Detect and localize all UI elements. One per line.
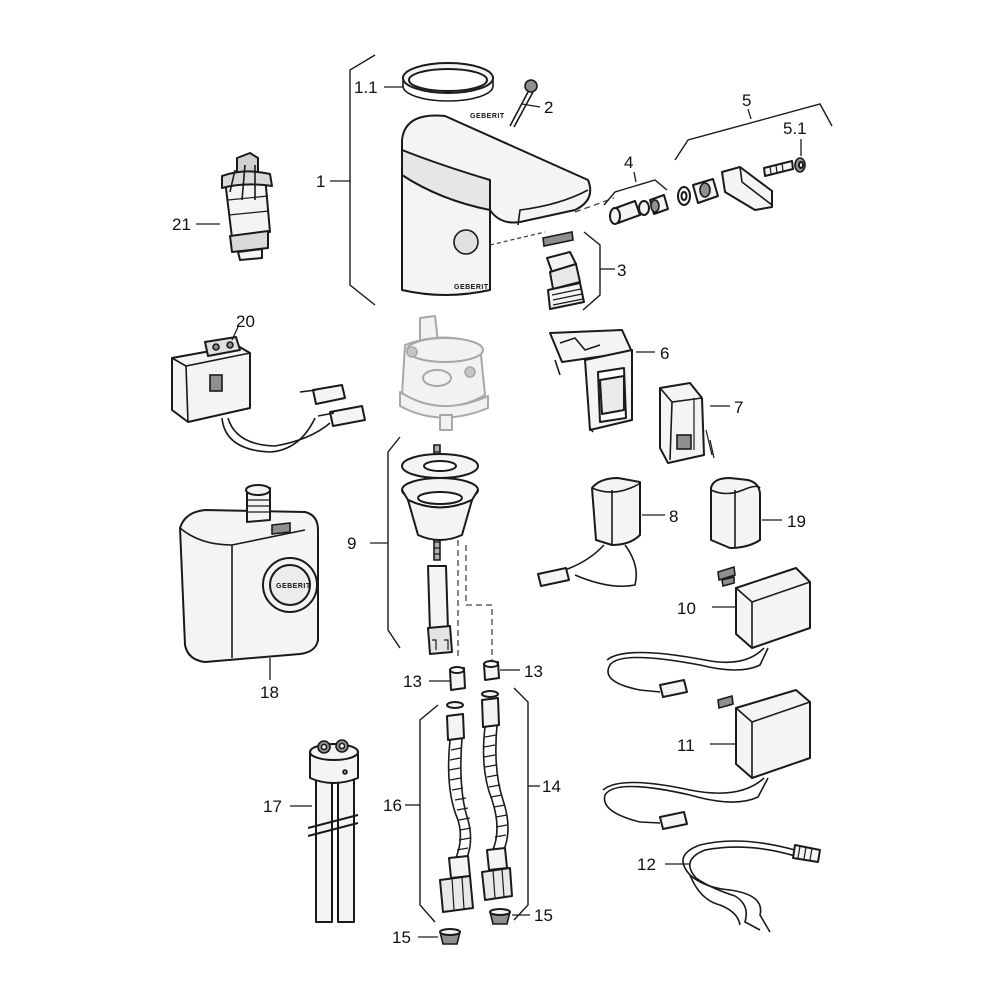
callout-14: 14: [542, 777, 561, 796]
part-11-power-adapter: [602, 689, 811, 830]
part-4-valve-insert: [609, 194, 669, 225]
part-mounting-housing-ghost: [399, 315, 489, 431]
callout-13-left: 13: [403, 672, 422, 691]
part-18-mixer-box: GEBERIT: [179, 484, 319, 663]
callout-6: 6: [660, 344, 669, 363]
part-3-aerator: [542, 231, 585, 310]
faucet-top-brand: GEBERIT: [470, 113, 505, 120]
callout-16: 16: [383, 796, 402, 815]
callout-17: 17: [263, 797, 282, 816]
callout-15-right: 15: [534, 906, 553, 925]
callout-12: 12: [637, 855, 656, 874]
part-14-hose: [481, 690, 513, 901]
part-13-nut-right: [483, 660, 500, 681]
callout-11: 11: [677, 736, 695, 755]
part-19-mounting-set: [401, 444, 479, 655]
callout-10: 10: [677, 599, 696, 618]
part-5-1-screw-cap: [794, 157, 806, 173]
callout-13-right: 13: [524, 662, 543, 681]
part-8-battery-pack: [710, 477, 761, 549]
callout-15-left: 15: [392, 928, 411, 947]
part-5-handle-assembly: [677, 160, 794, 211]
part-15-filter-right: [489, 908, 511, 925]
callout-1: 1: [316, 172, 325, 191]
part-12-sensor-cable: [682, 840, 821, 933]
callout-18: 18: [260, 683, 279, 702]
part-1-faucet-body: GEBERIT GEBERIT: [401, 113, 592, 296]
callout-3: 3: [617, 261, 626, 280]
callout-5-1: 5.1: [783, 119, 807, 138]
callout-8: 19: [787, 512, 806, 531]
callout-5: 5: [742, 91, 751, 110]
part-16-hose: [439, 701, 474, 913]
part-21-cartridge: [221, 152, 273, 261]
callout-7: 7: [734, 398, 743, 417]
part-1-1-ring: [402, 62, 494, 102]
callout-19: 9: [347, 534, 356, 553]
callout-2: 2: [544, 98, 553, 117]
part-9-battery-pack: [537, 477, 641, 588]
callout-1-1: 1.1: [354, 78, 378, 97]
callout-21: 21: [172, 215, 191, 234]
part-17-connection-pipes: [307, 739, 359, 923]
part-6-bracket: [549, 329, 633, 433]
mixer-brand-text: GEBERIT: [276, 583, 311, 590]
part-2-pin: [509, 79, 538, 128]
part-13-nut-left: [449, 666, 466, 691]
callout-4: 4: [624, 153, 633, 172]
part-7-control-module: [659, 382, 715, 464]
part-20-power-box: [171, 336, 366, 453]
callout-20: 20: [236, 312, 255, 331]
part-10-power-adapter: [606, 565, 811, 698]
part-15-filter-left: [439, 928, 461, 945]
callout-9: 8: [669, 507, 678, 526]
faucet-brand-text: GEBERIT: [454, 284, 489, 291]
